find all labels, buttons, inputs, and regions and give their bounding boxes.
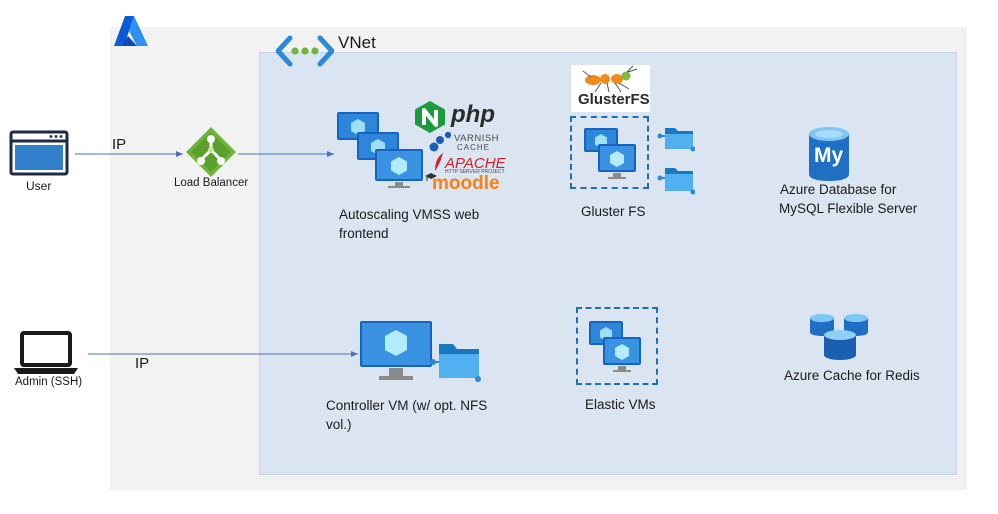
controller-vm-icon <box>359 320 433 386</box>
php-logo: php <box>451 101 495 128</box>
load-balancer-label: Load Balancer <box>174 177 249 189</box>
apache-feather-icon <box>433 152 445 172</box>
vnet-icon <box>276 35 334 67</box>
vnet-label: VNet <box>338 33 376 52</box>
varnish-label-2: CACHE <box>457 143 491 152</box>
admin-label: Admin (SSH) <box>15 376 83 388</box>
elastic-vm-icon <box>588 320 644 378</box>
controller-disk-icon <box>429 340 481 382</box>
controller-label-2: vol.) <box>326 417 352 432</box>
gluster-vm-icon <box>583 127 639 185</box>
mysql-label-1: Azure Database for <box>780 182 897 197</box>
mysql-icon-text: My <box>814 144 844 167</box>
web-frontend-label-2: frontend <box>339 226 389 241</box>
glusterfs-logo-text: GlusterFS <box>578 91 650 108</box>
web-frontend-label-1: Autoscaling VMSS web <box>339 207 480 222</box>
gluster-disk-icon-1 <box>657 122 695 152</box>
redis-icon <box>809 309 871 361</box>
vmss-icon <box>336 111 426 191</box>
moodle-logo: moodle <box>432 173 500 194</box>
redis-label: Azure Cache for Redis <box>784 368 920 383</box>
mysql-label-2: MySQL Flexible Server <box>779 201 918 216</box>
controller-label-1: Controller VM (w/ opt. NFS <box>326 398 488 413</box>
elastic-vm-group <box>576 307 658 385</box>
apache-sub-label: HTTP SERVER PROJECT <box>445 169 505 175</box>
gluster-vm-group <box>570 116 649 189</box>
user-browser-icon <box>9 130 69 176</box>
load-balancer-icon <box>185 126 237 178</box>
admin-laptop-icon <box>13 331 79 375</box>
mysql-icon: My <box>808 126 850 182</box>
gluster-label: Gluster FS <box>581 204 646 219</box>
azure-logo <box>113 14 149 48</box>
user-ip-label: IP <box>112 136 127 153</box>
gluster-disk-icon-2 <box>657 162 695 196</box>
admin-ip-label: IP <box>135 355 150 372</box>
moodle-hat-icon <box>425 172 437 182</box>
varnish-label-1: VARNISH <box>454 133 500 144</box>
elastic-label: Elastic VMs <box>585 397 656 412</box>
user-label: User <box>26 179 52 193</box>
apache-label: APACHE <box>445 155 506 172</box>
nginx-logo <box>414 100 446 134</box>
glusterfs-logo: GlusterFS <box>571 65 650 112</box>
varnish-icon <box>428 131 454 153</box>
